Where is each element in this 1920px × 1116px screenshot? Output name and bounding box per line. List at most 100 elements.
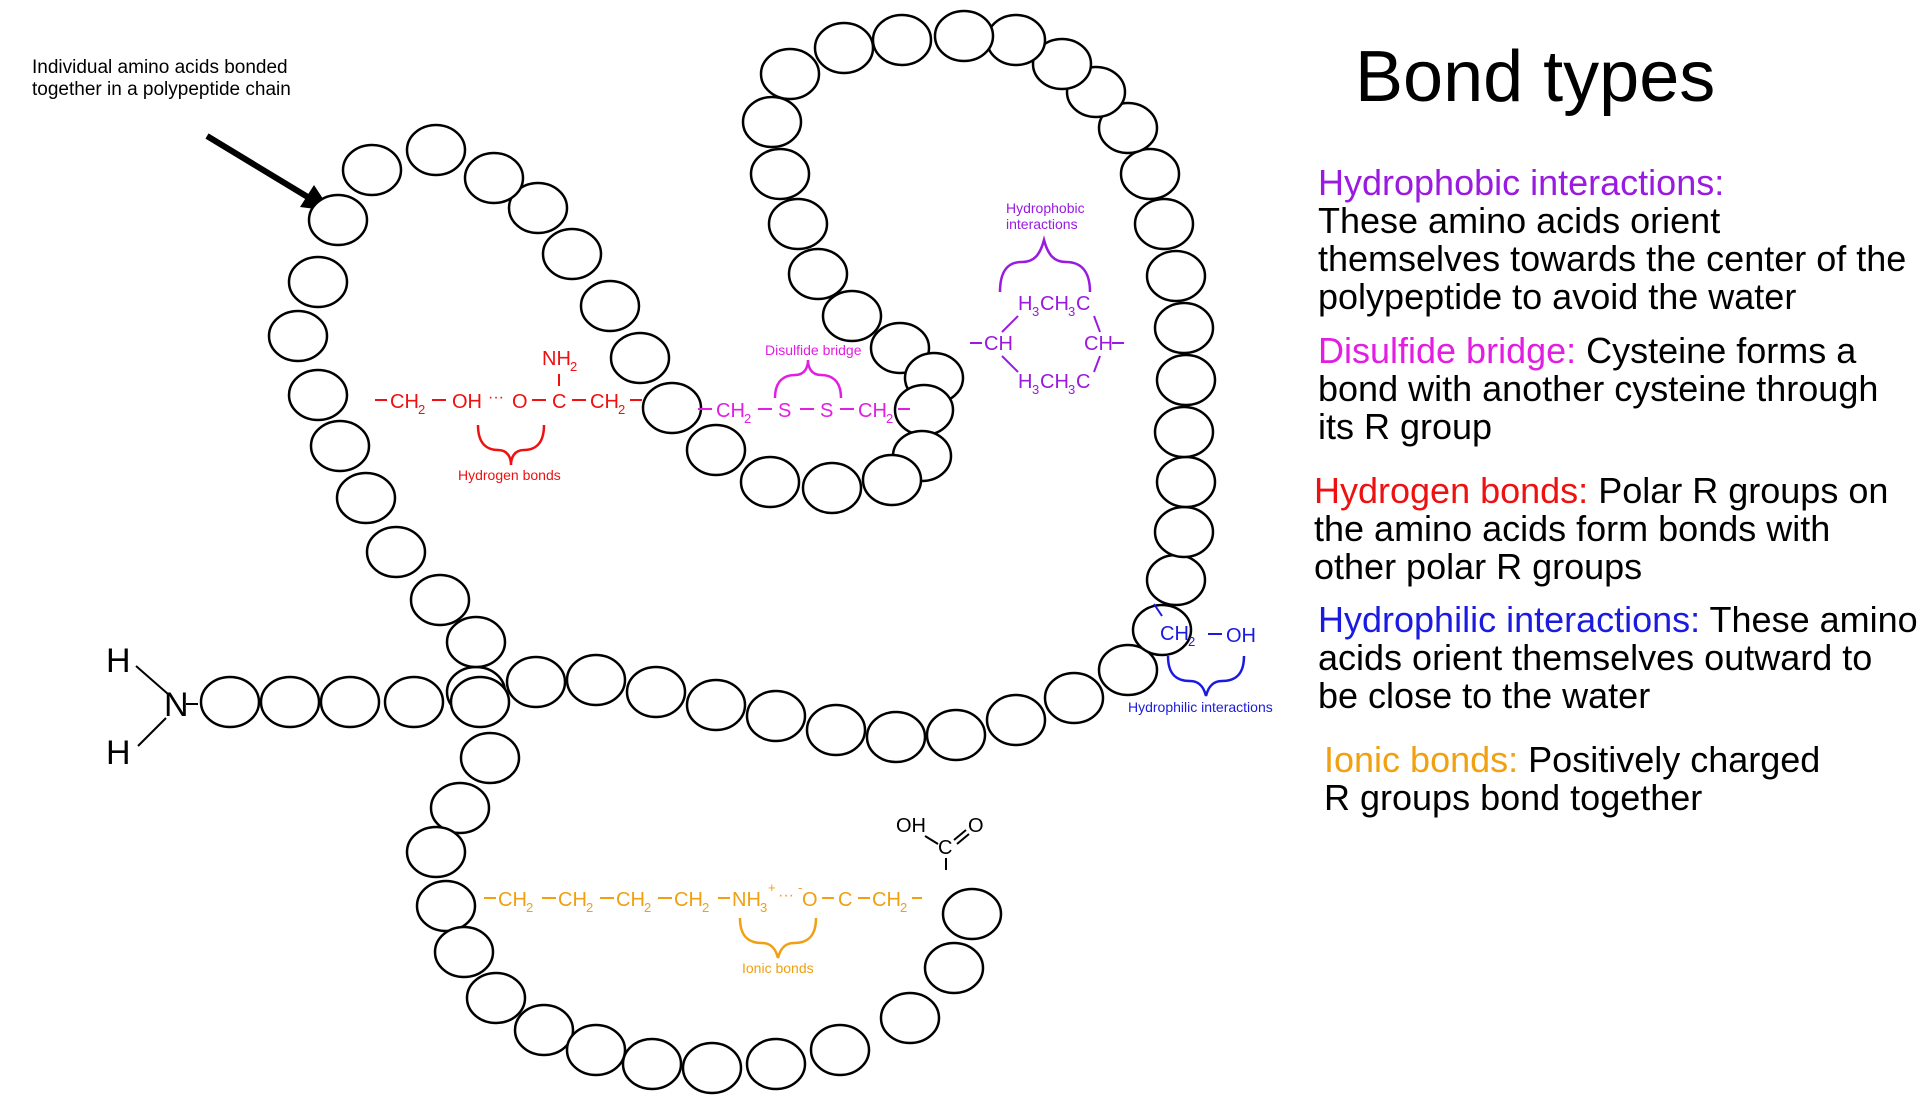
hb-ch2-right: CH xyxy=(590,391,619,413)
amino-acid-residue xyxy=(941,887,1003,941)
amino-acid-residue xyxy=(621,1037,683,1091)
ds-ch2-left: CH xyxy=(716,400,745,422)
legend-entry-hydrophilic: Hydrophilic interactions: These amino ac… xyxy=(1318,601,1918,715)
amino-acid-residue xyxy=(749,147,811,201)
amino-acid-residue xyxy=(805,703,867,757)
carboxyl-o: O xyxy=(968,815,984,837)
amino-acid-residue xyxy=(383,675,445,729)
carboxyl-oh: OH xyxy=(896,815,926,837)
hp-top-sub2: 3 xyxy=(1068,304,1075,319)
amino-acid-residue xyxy=(685,423,747,477)
amino-acid-residue xyxy=(1153,505,1215,559)
hb-nh2: NH xyxy=(542,348,571,370)
amino-acid-residue xyxy=(861,453,923,507)
hp-top-h: H xyxy=(1018,293,1032,315)
amino-acid-residue xyxy=(933,9,995,63)
ib-ch2-3: CH xyxy=(616,889,645,911)
ds-ch2-left-sub: 2 xyxy=(744,411,751,426)
ib-sub-4: 2 xyxy=(702,900,709,915)
legend-entry-ionic: Ionic bonds: Positively charged R groups… xyxy=(1324,741,1824,817)
hydrogen-bond-group: CH 2 OH ··· O C CH 2 NH 2 Hydrogen bonds xyxy=(375,348,642,483)
callout-text: Individual amino acids bonded together i… xyxy=(32,57,291,100)
ib-ch2-1: CH xyxy=(498,889,527,911)
ds-s-left: S xyxy=(778,400,791,422)
amino-acid-residue xyxy=(1097,643,1159,697)
amino-acid-residue xyxy=(429,781,491,835)
amino-acid-residue xyxy=(1131,603,1193,657)
amino-acid-residue xyxy=(745,1037,807,1091)
amino-acid-residue xyxy=(365,525,427,579)
amino-acid-residue xyxy=(759,47,821,101)
amino-acid-residue xyxy=(465,971,527,1025)
ionic-bonds-label: Ionic bonds xyxy=(742,960,814,976)
hb-c: C xyxy=(552,391,566,413)
hb-ch2-right-sub: 2 xyxy=(618,402,625,417)
ib-sub-1: 2 xyxy=(526,900,533,915)
legend-term-hydrophobic: Hydrophobic interactions: xyxy=(1318,162,1725,203)
amino-acid-residue xyxy=(641,381,703,435)
amino-acid-residue xyxy=(809,1023,871,1077)
hydrogen-bonds-label: Hydrogen bonds xyxy=(458,467,561,483)
amino-acid-residue xyxy=(609,331,671,385)
amino-acid-residue xyxy=(287,368,349,422)
amino-acid-residue xyxy=(985,13,1047,67)
amino-acid-residue xyxy=(199,675,261,729)
hl-ch2: CH xyxy=(1160,623,1189,645)
amino-acid-residue xyxy=(741,95,803,149)
amino-acid-residue xyxy=(541,227,603,281)
hb-ch2-left-sub: 2 xyxy=(418,402,425,417)
amino-acid-residue xyxy=(319,675,381,729)
amino-acid-residue xyxy=(335,471,397,525)
amine-group: H N H xyxy=(106,642,198,772)
ds-ch2-right: CH xyxy=(858,400,887,422)
amino-acid-residue xyxy=(925,708,987,762)
ib-ch2-2: CH xyxy=(558,889,587,911)
hp-ch-right: CH xyxy=(1084,333,1113,355)
disulfide-bridge-label: Disulfide bridge xyxy=(765,342,862,358)
amino-acid-residue xyxy=(259,675,321,729)
ib-plus: + xyxy=(768,880,776,895)
amine-n: N xyxy=(164,686,189,724)
hydrophobic-group: Hydrophobic interactions CH CH H 3 CH 3 … xyxy=(970,200,1124,397)
amino-acid-residue xyxy=(923,941,985,995)
ib-ch2-5: CH xyxy=(872,889,901,911)
amino-acid-residue xyxy=(341,143,403,197)
amino-acid-residue xyxy=(813,21,875,75)
hb-ch2-left: CH xyxy=(390,391,419,413)
legend-desc-hydrophobic: These amino acids orient themselves towa… xyxy=(1318,200,1907,317)
hp-bot-c: C xyxy=(1076,371,1090,393)
hp-bot-sub1: 3 xyxy=(1032,382,1039,397)
amino-acid-residue xyxy=(821,289,883,343)
legend-desc-disulfide: Cysteine forms a bond with another cyste… xyxy=(1318,330,1879,447)
amino-acid-residue xyxy=(801,461,863,515)
amino-acid-residue xyxy=(767,197,829,251)
disulfide-bridge-group: CH 2 S S CH 2 Disulfide bridge xyxy=(698,342,910,426)
amino-acid-residue xyxy=(1133,197,1195,251)
legend-term-ionic: Ionic bonds: xyxy=(1324,739,1519,780)
amino-acid-residue xyxy=(787,247,849,301)
amino-acid-residue xyxy=(507,181,569,235)
legend-term-disulfide: Disulfide bridge: xyxy=(1318,330,1577,371)
amino-acid-residue xyxy=(745,689,807,743)
amino-acid-residue xyxy=(433,925,495,979)
ib-nh3: NH xyxy=(732,889,761,911)
amino-acid-residue xyxy=(409,573,471,627)
amine-h-top: H xyxy=(106,642,131,680)
amino-acid-residue xyxy=(1031,37,1093,91)
ib-ch2-4: CH xyxy=(674,889,703,911)
hp-top-sub1: 3 xyxy=(1032,304,1039,319)
amino-acid-residue xyxy=(459,731,521,785)
hp-bot-h: H xyxy=(1018,371,1032,393)
hl-oh: OH xyxy=(1226,625,1256,647)
amino-acid-residue xyxy=(879,991,941,1045)
legend-desc-hydrogen: Polar R groups on the amino acids form b… xyxy=(1314,470,1889,587)
carboxyl-group: OH C O xyxy=(896,815,984,870)
amino-acid-residue xyxy=(309,419,371,473)
amino-acid-residue xyxy=(565,1023,627,1077)
hb-nh2-sub: 2 xyxy=(570,359,577,374)
hp-ch-left: CH xyxy=(984,333,1013,355)
amino-acid-residue xyxy=(449,675,511,729)
polypeptide-chain xyxy=(199,9,1217,1095)
amino-acid-residue xyxy=(505,655,567,709)
hb-o: O xyxy=(512,391,528,413)
